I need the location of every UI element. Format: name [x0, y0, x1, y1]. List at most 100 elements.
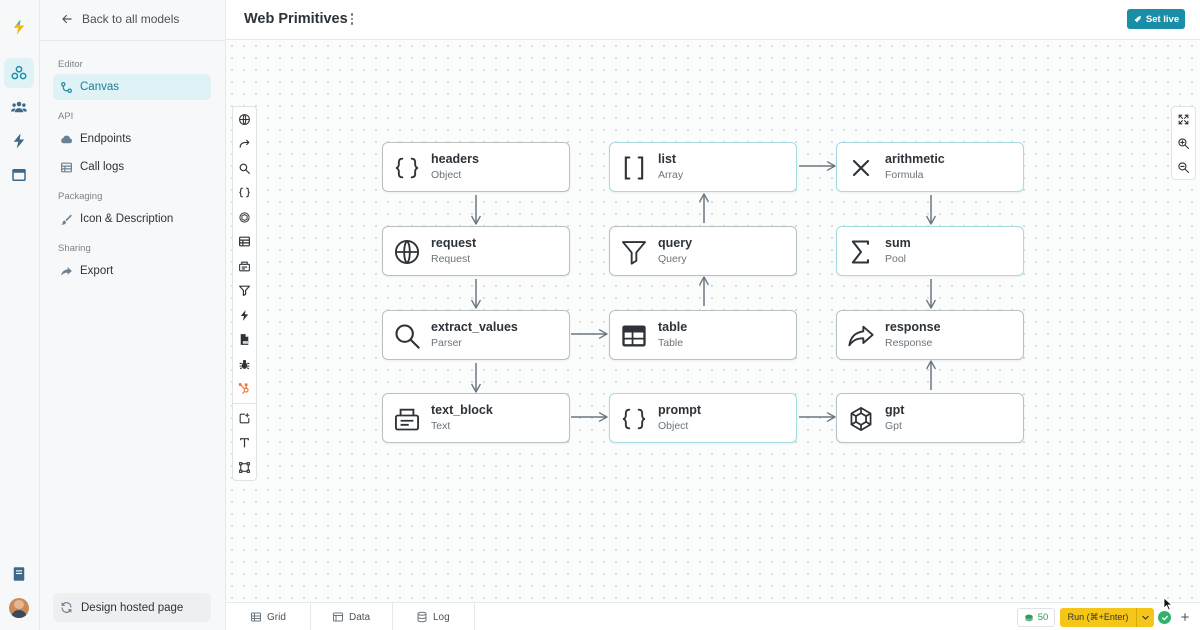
back-label: Back to all models	[82, 12, 180, 26]
node-arithmetic[interactable]: arithmetic Formula	[836, 142, 1024, 192]
search-icon[interactable]	[233, 156, 256, 181]
filter-icon[interactable]	[233, 279, 256, 304]
node-query[interactable]: query Query	[609, 226, 797, 276]
add-shape-icon[interactable]	[233, 406, 256, 431]
braces-icon[interactable]	[233, 181, 256, 206]
status-ok-icon	[1158, 611, 1171, 624]
redirect-icon[interactable]	[233, 132, 256, 157]
times-icon	[846, 153, 876, 183]
molecule-icon[interactable]	[4, 58, 34, 88]
csv-file-icon[interactable]: CSV	[233, 328, 256, 353]
top-bar: Web Primitives Set live	[226, 0, 1200, 40]
avatar[interactable]	[9, 598, 29, 618]
database-icon	[417, 611, 427, 623]
lightning-logo-icon[interactable]	[4, 12, 34, 42]
credits-badge[interactable]: 50	[1017, 608, 1055, 627]
design-hosted-page-button[interactable]: Design hosted page	[53, 593, 211, 622]
node-text-block[interactable]: text_block Text	[382, 393, 570, 443]
set-live-label: Set live	[1145, 13, 1180, 25]
section-label-api: API	[58, 111, 74, 122]
window-icon[interactable]	[4, 160, 34, 190]
set-live-button[interactable]: Set live	[1127, 9, 1185, 29]
node-type: Pool	[885, 253, 907, 265]
hosted-page-label: Design hosted page	[81, 601, 184, 614]
canvas[interactable]: CSV headers Object request Request extra…	[226, 40, 1200, 602]
node-gpt[interactable]: gpt Gpt	[836, 393, 1024, 443]
sidebar-item-label: Call logs	[80, 161, 125, 173]
sidebar-item-call-logs[interactable]: Call logs	[53, 154, 211, 180]
zoom-out-icon[interactable]	[1172, 155, 1195, 179]
lightning-icon[interactable]	[233, 303, 256, 328]
bug-icon[interactable]	[233, 352, 256, 377]
users-icon[interactable]	[4, 92, 34, 122]
node-request[interactable]: request Request	[382, 226, 570, 276]
node-type: Text	[431, 420, 451, 432]
openai-icon[interactable]	[233, 205, 256, 230]
node-headers[interactable]: headers Object	[382, 142, 570, 192]
node-type: Formula	[885, 169, 924, 181]
tab-label: Log	[433, 611, 450, 623]
bottom-bar: Grid Data Log 50 Run (⌘+Enter)	[226, 602, 1200, 630]
data-icon	[333, 612, 343, 622]
book-icon[interactable]	[4, 559, 34, 589]
node-extract-values[interactable]: extract_values Parser	[382, 310, 570, 360]
node-table[interactable]: table Table	[609, 310, 797, 360]
text-tool-icon[interactable]	[233, 431, 256, 456]
tab-divider	[310, 603, 311, 630]
lightning-icon[interactable]	[4, 126, 34, 156]
run-options-button[interactable]	[1136, 608, 1154, 627]
node-sum[interactable]: sum Pool	[836, 226, 1024, 276]
node-name: table	[658, 320, 688, 334]
node-name: headers	[431, 152, 479, 166]
tab-data[interactable]: Data	[332, 603, 370, 630]
sidebar: Back to all models Editor Canvas API End…	[40, 0, 226, 630]
node-name: list	[658, 152, 677, 166]
node-name: query	[658, 236, 693, 250]
section-label-sharing: Sharing	[58, 243, 91, 254]
sidebar-divider	[40, 40, 226, 41]
node-response[interactable]: response Response	[836, 310, 1024, 360]
tab-divider	[392, 603, 393, 630]
fit-screen-icon[interactable]	[1172, 107, 1195, 131]
table-icon	[61, 162, 72, 172]
filter-icon	[619, 237, 649, 267]
tab-divider	[474, 603, 475, 630]
text-block-icon	[392, 404, 422, 434]
sidebar-item-canvas[interactable]: Canvas	[53, 74, 211, 100]
back-to-models-link[interactable]: Back to all models	[60, 11, 179, 27]
sidebar-item-export[interactable]: Export	[53, 258, 211, 284]
zoom-in-icon[interactable]	[1172, 131, 1195, 155]
brush-icon	[61, 214, 72, 225]
sidebar-item-endpoints[interactable]: Endpoints	[53, 126, 211, 152]
globe-icon[interactable]	[233, 107, 256, 132]
table-icon[interactable]	[233, 230, 256, 255]
sidebar-item-label: Endpoints	[80, 133, 132, 145]
node-name: response	[885, 320, 941, 334]
sidebar-item-label: Icon & Description	[80, 213, 174, 225]
add-icon[interactable]	[1177, 609, 1193, 625]
text-block-icon[interactable]	[233, 254, 256, 279]
node-prompt[interactable]: prompt Object	[609, 393, 797, 443]
more-options-icon[interactable]	[346, 11, 358, 27]
run-label: Run (⌘+Enter)	[1067, 612, 1129, 622]
node-type: Gpt	[885, 420, 902, 432]
share-arrow-icon	[846, 321, 876, 351]
node-name: sum	[885, 236, 911, 250]
tab-grid[interactable]: Grid	[250, 603, 286, 630]
node-name: prompt	[658, 403, 702, 417]
globe-icon	[392, 237, 422, 267]
node-type: Object	[431, 169, 462, 181]
run-button[interactable]: Run (⌘+Enter)	[1060, 608, 1136, 627]
tab-log[interactable]: Log	[416, 603, 450, 630]
tab-label: Data	[349, 611, 371, 623]
sigma-icon	[846, 237, 876, 267]
sidebar-item-icon-description[interactable]: Icon & Description	[53, 206, 211, 232]
cloud-icon	[61, 135, 73, 143]
chevron-down-icon	[1142, 615, 1149, 620]
frame-icon[interactable]	[233, 455, 256, 480]
node-list[interactable]: list Array	[609, 142, 797, 192]
braces-icon	[392, 153, 422, 183]
zoom-controls	[1171, 106, 1196, 180]
grid-icon	[251, 612, 261, 622]
hubspot-icon[interactable]	[233, 377, 256, 402]
